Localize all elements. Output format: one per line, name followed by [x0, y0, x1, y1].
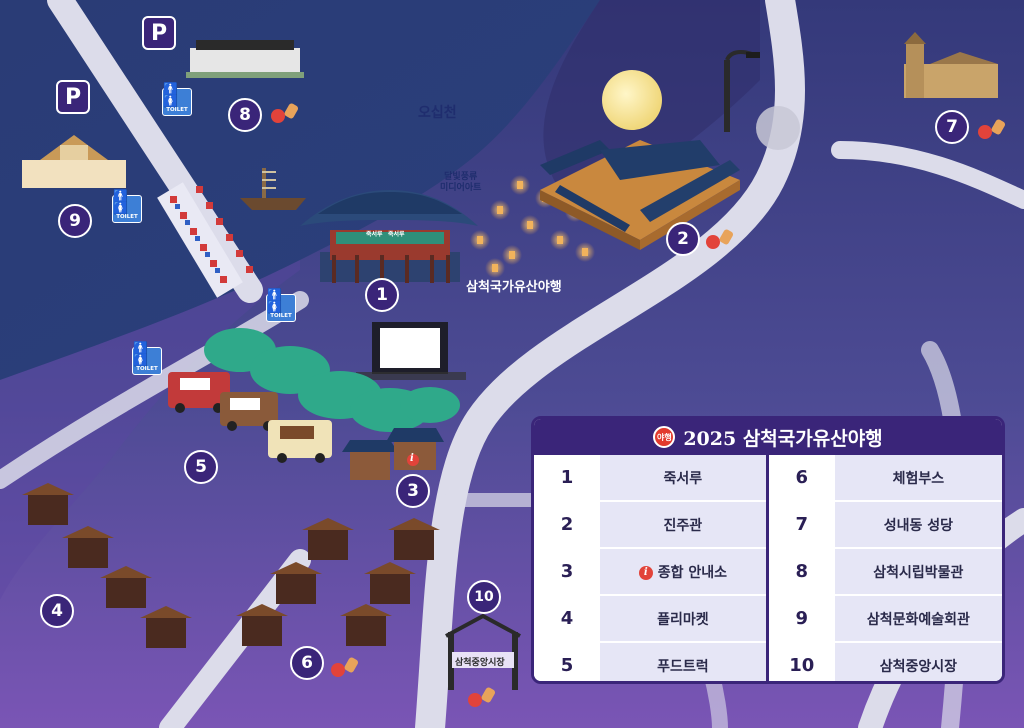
boat	[240, 168, 306, 210]
info-icon: i	[638, 565, 653, 580]
badge-4[interactable]: 4	[40, 594, 74, 628]
badge-9[interactable]: 9	[58, 204, 92, 238]
legend-number: 7	[765, 501, 835, 549]
legend-row: 4 플리마켓 9 삼척문화예술회관	[534, 595, 1002, 643]
trees	[204, 328, 460, 432]
legend-place-label: 삼척문화예술회관	[866, 611, 970, 628]
river	[0, 0, 600, 380]
legend-place-name[interactable]: i 종합 안내소	[600, 548, 768, 596]
toilet-icon: 🚹🚺	[163, 82, 179, 108]
legend-number: 6	[765, 455, 835, 502]
legend-place-name[interactable]: 삼척시립박물관	[834, 548, 1002, 596]
pavilion-sign-right: 죽서루	[388, 231, 405, 238]
market-booths	[22, 483, 192, 648]
toilet-sign: 🚹🚺TOILET	[132, 342, 162, 375]
media-art-label: 달빛풍류 미디어아트	[440, 172, 482, 193]
media-screen	[356, 322, 466, 380]
toilet-label: TOILET	[116, 214, 138, 220]
badge-5[interactable]: 5	[184, 450, 218, 484]
left-land	[0, 260, 300, 600]
badge-6[interactable]: 6	[290, 646, 324, 680]
toilet-icon: 🚹🚺	[113, 189, 129, 215]
church-building	[904, 32, 998, 98]
legend-number: 8	[765, 548, 835, 596]
info-gate	[342, 428, 444, 480]
food-trucks	[168, 372, 332, 463]
toilet-icon: 🚹🚺	[133, 341, 149, 367]
legend-place-label: 성내동 성당	[883, 517, 954, 534]
arts-center-building	[22, 135, 126, 188]
legend-place-name[interactable]: 죽서루	[600, 455, 768, 502]
jukseoru-pavilion	[300, 190, 478, 283]
legend-place-label: 종합 안내소	[657, 564, 728, 581]
festival-label: 삼척국가유산야행	[466, 280, 562, 295]
legend-number: 2	[534, 501, 600, 549]
toilet-sign: 🚹🚺TOILET	[112, 190, 142, 223]
legend-number: 9	[765, 595, 835, 643]
legend-number: 4	[534, 595, 600, 643]
toilet-label: TOILET	[270, 313, 292, 319]
legend-number: 5	[534, 642, 600, 681]
legend-row: 3 i 종합 안내소 8 삼척시립박물관	[534, 548, 1002, 596]
legend-number: 3	[534, 548, 600, 596]
legend-place-name[interactable]: 삼척문화예술회관	[834, 595, 1002, 643]
parking-sign: P	[142, 16, 176, 50]
jinjugwan-complex	[540, 140, 740, 250]
legend-place-label: 삼척시립박물관	[873, 564, 964, 581]
legend-place-label: 죽서루	[663, 470, 703, 487]
badge-2[interactable]: 2	[666, 222, 700, 256]
toilet-label: TOILET	[166, 107, 188, 113]
legend-place-name[interactable]: 플리마켓	[600, 595, 768, 643]
legend-place-label: 푸드트럭	[657, 658, 709, 675]
legend-number: 10	[765, 642, 835, 681]
museum-building	[186, 40, 304, 78]
bridge	[157, 182, 253, 298]
toilet-sign: 🚹🚺TOILET	[162, 83, 192, 116]
legend-place-name[interactable]: 삼척중앙시장	[834, 642, 1002, 681]
toilet-sign: 🚹🚺TOILET	[266, 289, 296, 322]
toilet-label: TOILET	[136, 366, 158, 372]
legend-row: 1 죽서루 6 체험부스	[534, 455, 1002, 502]
parking-sign: P	[56, 80, 90, 114]
badge-7[interactable]: 7	[935, 110, 969, 144]
festival-logo-icon: 야행	[653, 426, 676, 448]
stamps	[271, 103, 1006, 707]
badge-3[interactable]: 3	[396, 474, 430, 508]
legend-place-name[interactable]: 성내동 성당	[834, 501, 1002, 549]
legend-place-label: 삼척중앙시장	[879, 658, 958, 675]
legend-place-label: 플리마켓	[657, 611, 709, 628]
legend-place-label: 체험부스	[892, 470, 945, 487]
experience-booths	[236, 518, 440, 646]
market-gate	[445, 613, 521, 690]
badge-1[interactable]: 1	[365, 278, 399, 312]
legend-place-name[interactable]: 체험부스	[834, 455, 1002, 502]
river-label: 오십천	[418, 105, 457, 121]
legend-row: 2 진주관 7 성내동 성당	[534, 501, 1002, 549]
badge-8[interactable]: 8	[228, 98, 262, 132]
legend-title: 2025 삼척국가유산야행	[683, 427, 883, 450]
legend-number: 1	[534, 455, 600, 502]
badge-10[interactable]: 10	[467, 580, 501, 614]
legend-table: 1 죽서루 6 체험부스 2 진주관 7 성내동 성당 3 i 종합 안내소 8 삼척시립박물관 4 플리마…	[534, 455, 1002, 681]
market-gate-sign: 삼척중앙시장	[455, 658, 505, 668]
toilet-icon: 🚹🚺	[267, 288, 283, 314]
pavilion-sign-left: 죽서루	[366, 231, 383, 238]
street-lamp	[724, 50, 800, 150]
legend-row: 5 푸드트럭 10 삼척중앙시장	[534, 642, 1002, 681]
info-gate-symbol: i	[410, 453, 414, 464]
legend-place-label: 진주관	[663, 517, 703, 534]
legend-header: 야행 2025 삼척국가유산야행	[534, 419, 1002, 455]
moon	[602, 70, 662, 130]
legend-place-name[interactable]: 푸드트럭	[600, 642, 768, 681]
legend-place-name[interactable]: 진주관	[600, 501, 768, 549]
